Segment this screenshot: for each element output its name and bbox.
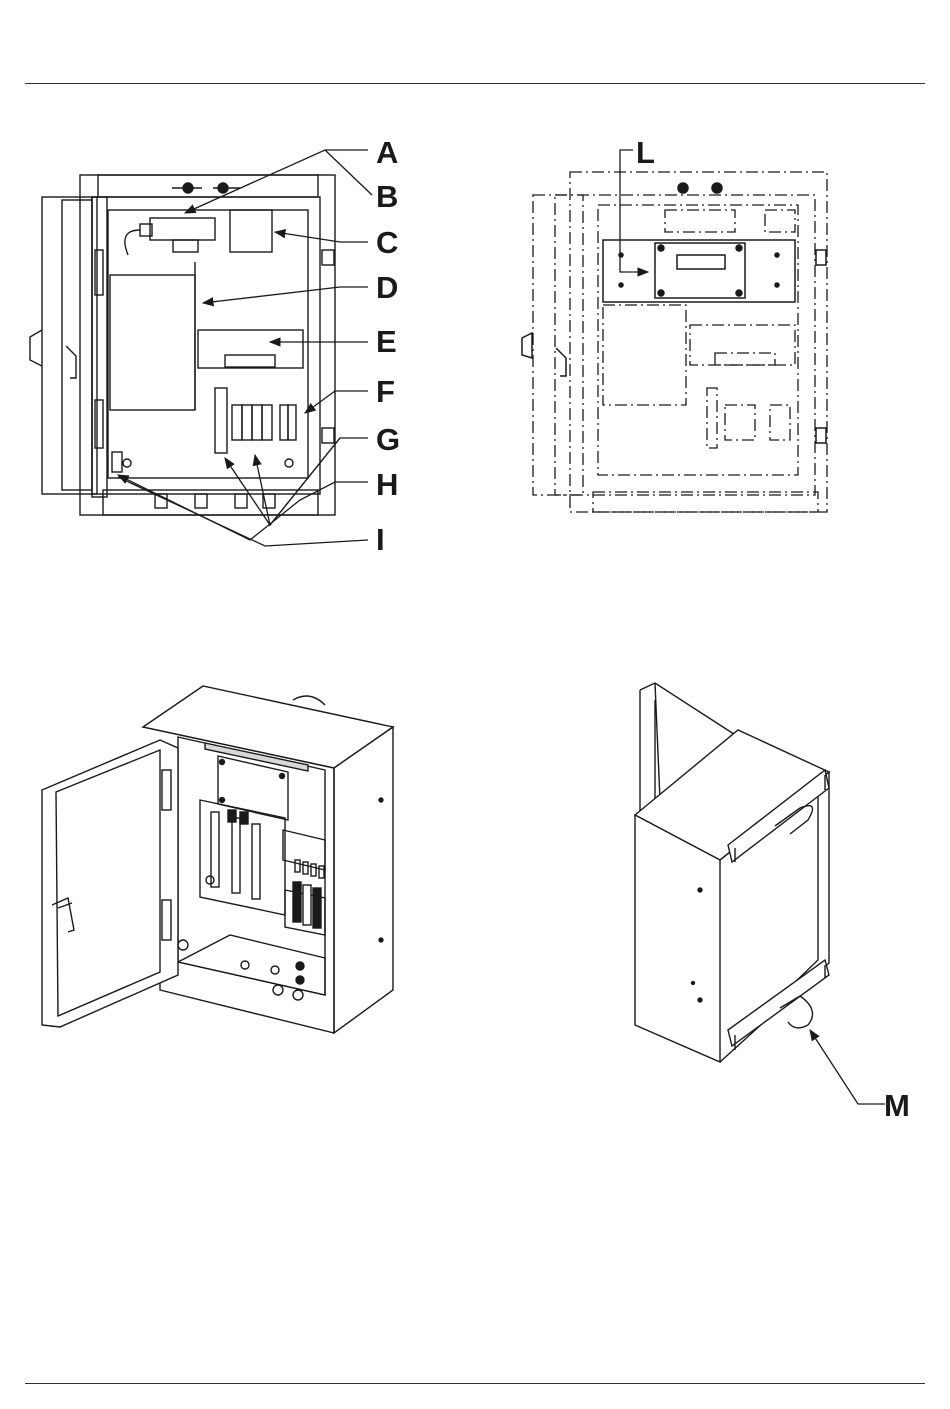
callout-i: I <box>376 522 385 557</box>
isometric-rear-figure <box>635 683 829 1062</box>
callout-e: E <box>376 324 397 359</box>
callout-g: G <box>376 422 400 457</box>
display-module <box>522 183 826 443</box>
callout-f: F <box>376 374 395 409</box>
leader-line-m <box>810 1030 885 1104</box>
callout-l: L <box>636 135 655 170</box>
front-view-figure <box>30 175 335 515</box>
isometric-open-figure <box>42 686 393 1033</box>
callout-h: H <box>376 467 398 502</box>
phantom-view-figure <box>533 172 827 512</box>
callout-a: A <box>376 135 398 170</box>
callout-d: D <box>376 270 398 305</box>
callout-c: C <box>376 225 398 260</box>
callout-b: B <box>376 179 398 214</box>
callout-m: M <box>884 1088 910 1123</box>
